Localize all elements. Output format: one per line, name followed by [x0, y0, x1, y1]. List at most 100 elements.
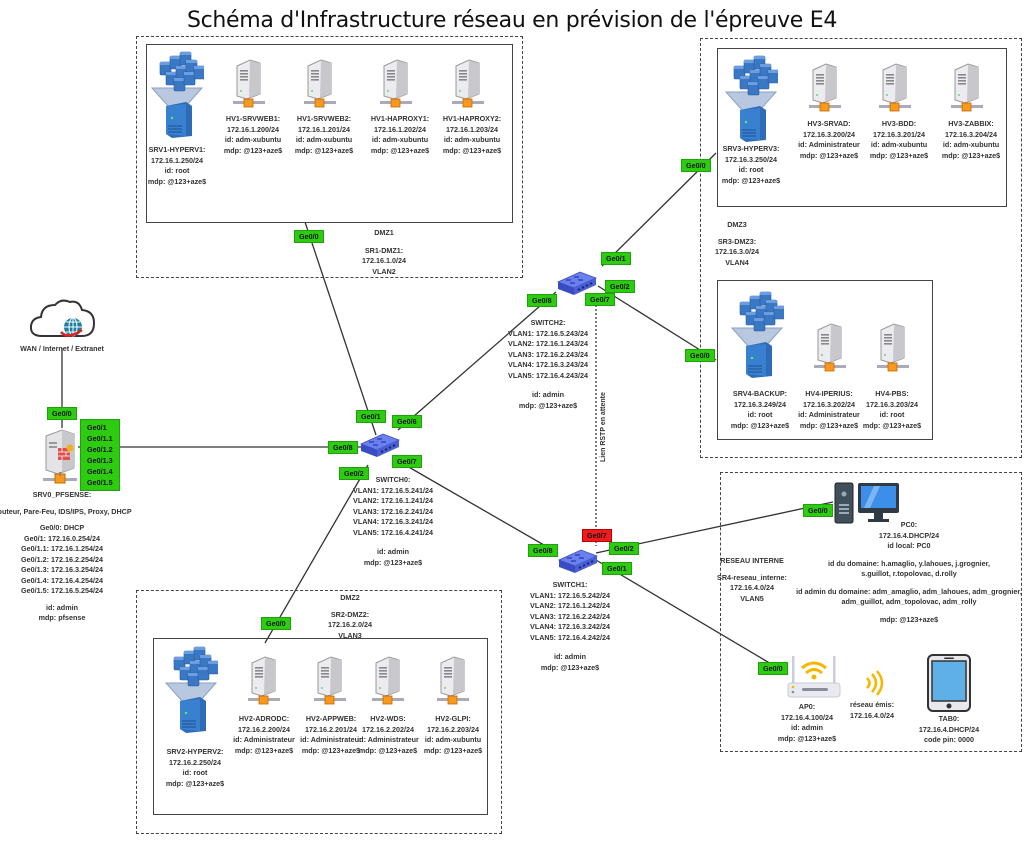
ap0-id: id: admin: [791, 723, 823, 732]
switch-vlan: VLAN5: 172.16.4.241/24: [353, 527, 433, 537]
switch-vlan: VLAN1: 172.16.5.242/24: [530, 590, 610, 600]
switch-vlan: VLAN2: 172.16.1.242/24: [530, 601, 610, 610]
host-mdp: mdp: @123+aze$: [869, 150, 929, 160]
firewall-lan-ports: Ge0/1 Ge0/1.1 Ge0/1.2 Ge0/1.3 Ge0/1.4 Ge…: [80, 419, 120, 491]
rstp-link-label: Lien RSTP en attente: [600, 392, 607, 462]
zone-label: DMZ3: [727, 220, 747, 229]
host-id: id: adm-xubuntu: [224, 135, 282, 144]
switch-vlan: VLAN5: 172.16.4.242/24: [530, 632, 610, 642]
port-dmz1-ge00: Ge0/0: [294, 230, 324, 243]
dmz1-hypervisor-box: [146, 44, 513, 223]
virtual-server-icon: [313, 655, 347, 710]
port-firewall-wan: Ge0/0: [47, 407, 77, 420]
switch-icon: [556, 270, 598, 301]
wifi-subnet: 172.16.4.0/24: [850, 710, 894, 720]
firewall-interface: Ge0/1.2: 172.16.2.254/24: [21, 554, 103, 564]
subnet: 172.16.2.0/24: [328, 620, 372, 629]
host-name: HV2-ADRODC:: [238, 714, 290, 723]
firewall-interface: Ge0/1.5: 172.16.5.254/24: [21, 586, 103, 595]
host-mdp: mdp: @123+aze$: [442, 145, 502, 155]
host-mdp: mdp: @123+aze$: [147, 176, 207, 186]
port-label: Ge0/1: [87, 423, 107, 432]
host-ip: 172.16.1.202/24: [374, 124, 426, 134]
host-name: HV1-SRVWEB1:: [225, 114, 281, 123]
host-id: id: root: [747, 410, 773, 419]
port-switch0-p1: Ge0/1: [356, 410, 386, 423]
firewall-id: id: admin: [46, 602, 78, 612]
host-ip: 172.16.3.201/24: [873, 129, 925, 139]
host-name: HV1-SRVWEB2:: [296, 114, 352, 123]
cloud-globe-icon: [29, 299, 96, 337]
host-id: id: adm-xubuntu: [424, 735, 482, 744]
wifi-label: réseau émis:: [850, 700, 894, 709]
host-mdp: mdp: @123+aze$: [234, 745, 294, 755]
tab0-ip: 172.16.4.DHCP/24: [918, 724, 980, 734]
host-id: id: root: [164, 166, 190, 175]
port-switch1-p8: Ge0/8: [528, 544, 558, 557]
host-mdp: mdp: @123+aze$: [862, 420, 922, 430]
host-id: id: Administrateur: [798, 410, 860, 419]
pc0-admin-ids-2: adm_guillot, adm_topolovac, adm_rolly: [841, 597, 977, 606]
link-switch2-dmz3b: [597, 285, 717, 361]
port-label: Ge0/1.4: [87, 467, 113, 476]
dmz2-hypervisor-box: [153, 638, 488, 815]
host-id: id: Administrateur: [357, 735, 419, 744]
firewall-name: SRV0_PFSENSE:: [32, 490, 92, 499]
pc0-admin-ids-1: id admin du domaine: adm_amaglio, adm_la…: [796, 586, 1022, 596]
switch-icon: [557, 548, 599, 579]
dmz3-hypervisor-box-a: [717, 48, 1007, 207]
firewall-interface: Ge0/1.1: 172.16.1.254/24: [21, 544, 103, 553]
pc0-info: PC0: 172.16.4.DHCP/24 id local: PC0 id d…: [796, 520, 1022, 625]
wifi-info: réseau émis: 172.16.4.0/24: [850, 700, 894, 721]
host-name: HV4-IPERIUS:: [805, 389, 853, 398]
host-mdp: mdp: @123+aze$: [294, 145, 354, 155]
host-ip: 172.16.1.200/24: [227, 124, 279, 134]
tab0-info: TAB0: 172.16.4.DHCP/24 code pin: 0000: [919, 714, 979, 746]
switch-vlan: VLAN3: 172.16.2.242/24: [530, 611, 610, 621]
subnet-name: SR3-DMZ3:: [717, 236, 757, 246]
host-ip: 172.16.2.203/24: [427, 724, 479, 734]
host-id: id: Administrateur: [233, 735, 295, 744]
host-name: HV1-HAPROXY2:: [442, 114, 502, 123]
host-ip: 172.16.3.204/24: [945, 129, 997, 139]
firewall-info: SRV0_PFSENSE: Routeur, Pare-Feu, IDS/IPS…: [0, 490, 132, 624]
switch-id: id: admin: [377, 547, 409, 556]
host-mdp: mdp: @123+aze$: [370, 145, 430, 155]
dmz3-info: DMZ3 SR3-DMZ3: 172.16.3.0/24 VLAN4: [715, 220, 759, 268]
host-mdp: mdp: @123+aze$: [423, 745, 483, 755]
virtual-server-icon: [876, 322, 910, 377]
port-switch0-p2: Ge0/2: [339, 467, 369, 480]
host-name: HV2-APPWEB:: [305, 714, 357, 723]
port-switch0-p6: Ge0/6: [392, 415, 422, 428]
dmz3-hypervisor-box-b: [717, 280, 933, 440]
pc0-domain-ids-2: s.guillot, r.topolovac, d.rolly: [861, 569, 957, 578]
zone-label: DMZ2: [340, 593, 360, 602]
virtual-server-icon: [371, 655, 405, 710]
tablet-icon: [927, 654, 971, 712]
vlan: VLAN4: [725, 257, 749, 267]
firewall-role: Routeur, Pare-Feu, IDS/IPS, Proxy, DHCP: [0, 506, 132, 516]
host-name: HV2-WDS:: [370, 714, 406, 723]
host-ip: 172.16.3.250/24: [725, 154, 777, 164]
vlan: VLAN2: [372, 266, 396, 276]
virtual-server-icon: [878, 62, 912, 117]
host-mdp: mdp: @123+aze$: [730, 420, 790, 430]
switch-vlan: VLAN2: 172.16.1.243/24: [508, 339, 588, 348]
hypervisor-server-icon: [150, 48, 206, 143]
pc0-mdp: mdp: @123+aze$: [879, 614, 939, 624]
host-name: HV1-HAPROXY1:: [370, 114, 430, 123]
port-pc0-ge00: Ge0/0: [803, 504, 833, 517]
subnet: 172.16.4.0/24: [730, 583, 774, 592]
switch-mdp: mdp: @123+aze$: [518, 400, 578, 410]
switch-vlan: VLAN4: 172.16.3.243/24: [508, 360, 588, 369]
diagram-title: Schéma d'Infrastructure réseau en prévis…: [186, 8, 838, 33]
port-switch2-p1: Ge0/1: [601, 252, 631, 265]
zone-dmz2: [136, 590, 502, 834]
